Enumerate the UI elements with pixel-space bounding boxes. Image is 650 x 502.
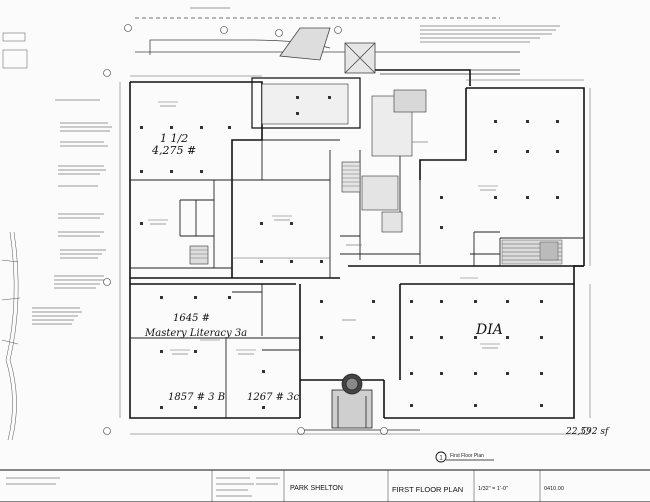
- fine-print-notes: [32, 7, 560, 325]
- title-block: PARK SHELTON FIRST FLOOR PLAN 1/32" = 1'…: [0, 469, 650, 502]
- building-outline: [129, 69, 585, 419]
- handwritten-total-sf: 22,592 sf: [565, 427, 610, 437]
- service-area: [501, 239, 563, 265]
- left-margin-notes: [1, 32, 28, 441]
- sheet-title: FIRST FLOOR PLAN: [392, 485, 463, 494]
- sheet-number: 0410.00: [544, 486, 564, 492]
- handwritten-area-a: 1 1/2: [160, 132, 188, 145]
- callout-title: First Floor Plan: [450, 453, 484, 459]
- drawing-scale: 1/32" = 1'-0": [478, 486, 508, 492]
- handwritten-area-a-sf: 4,275 #: [151, 144, 196, 157]
- stair-treads: [190, 165, 360, 259]
- callout-number: 1: [439, 455, 443, 461]
- site-top: [135, 17, 520, 75]
- room-label-marks: [148, 101, 500, 355]
- handwritten-area-b: 1645 #: [173, 313, 210, 324]
- handwritten-area-e: DIA: [475, 322, 503, 338]
- stair-core: [189, 83, 427, 265]
- handwritten-area-d: 1267 # 3c: [247, 392, 300, 403]
- handwritten-tenant-note: Mastery Literacy 3a: [144, 328, 247, 339]
- interior-walls: [130, 139, 584, 418]
- entry-vestibule: [300, 373, 420, 431]
- drawing-callout: 1 First Floor Plan: [435, 451, 494, 463]
- grid-bubbles: [103, 24, 590, 435]
- project-name: PARK SHELTON: [290, 485, 343, 492]
- structural-columns: [140, 96, 559, 409]
- dimension-lines: [119, 75, 591, 435]
- handwritten-area-c: 1857 # 3 B: [168, 392, 225, 403]
